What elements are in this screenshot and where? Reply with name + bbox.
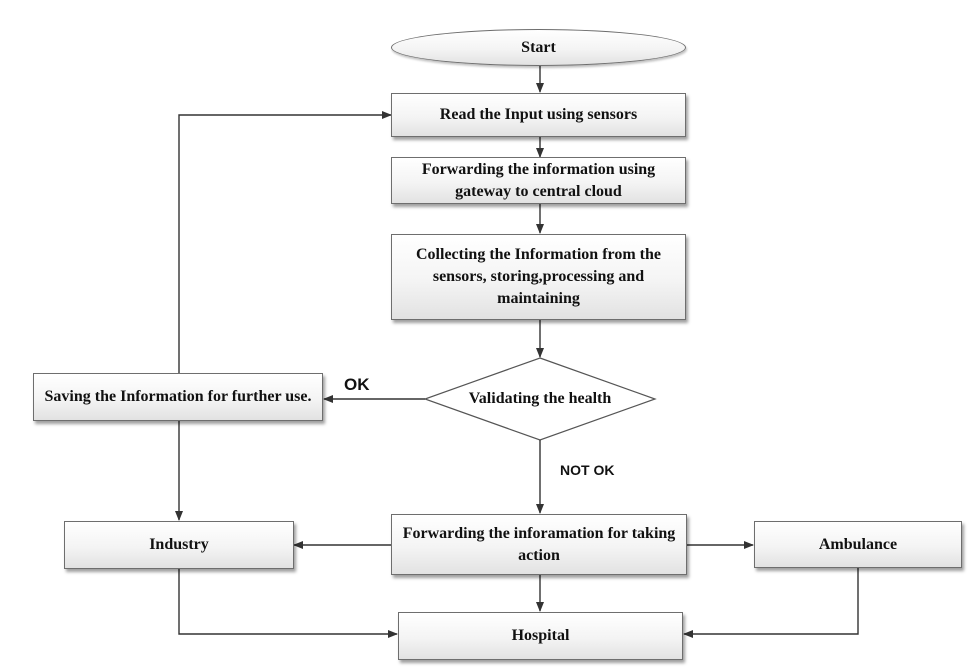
arrow-loop-to-read xyxy=(178,111,392,373)
arrow-ambulance-to-hospital xyxy=(683,568,859,638)
hospital-box: Hospital xyxy=(398,612,683,660)
start-terminator: Start xyxy=(391,29,686,66)
ok-label: OK xyxy=(344,375,370,394)
collect-information-step: Collecting the Information from the sens… xyxy=(391,234,686,320)
industry-box: Industry xyxy=(64,521,294,569)
arrow-industry-to-hospital xyxy=(178,569,398,638)
ambulance-box: Ambulance xyxy=(754,521,962,568)
forward-action-step: Forwarding the inforamation for taking a… xyxy=(391,514,687,575)
read-input-step: Read the Input using sensors xyxy=(391,93,686,137)
validate-health-decision: Validating the health xyxy=(468,390,612,407)
forward-gateway-step: Forwarding the information using gateway… xyxy=(391,157,686,204)
not-ok-label: NOT OK xyxy=(560,462,615,478)
save-information-step: Saving the Information for further use. xyxy=(33,373,323,421)
